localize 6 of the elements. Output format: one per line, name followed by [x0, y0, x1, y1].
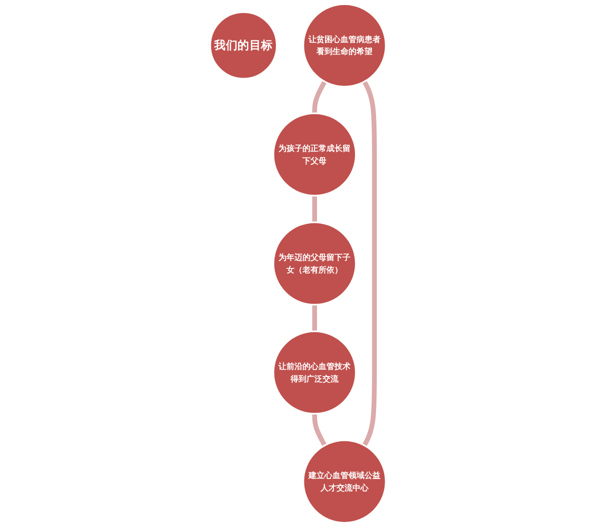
connector	[312, 196, 318, 222]
connector	[312, 80, 327, 114]
connector	[312, 304, 318, 332]
node-circle: 我们的目标	[209, 11, 278, 80]
connector	[312, 414, 327, 447]
connector	[362, 80, 377, 447]
